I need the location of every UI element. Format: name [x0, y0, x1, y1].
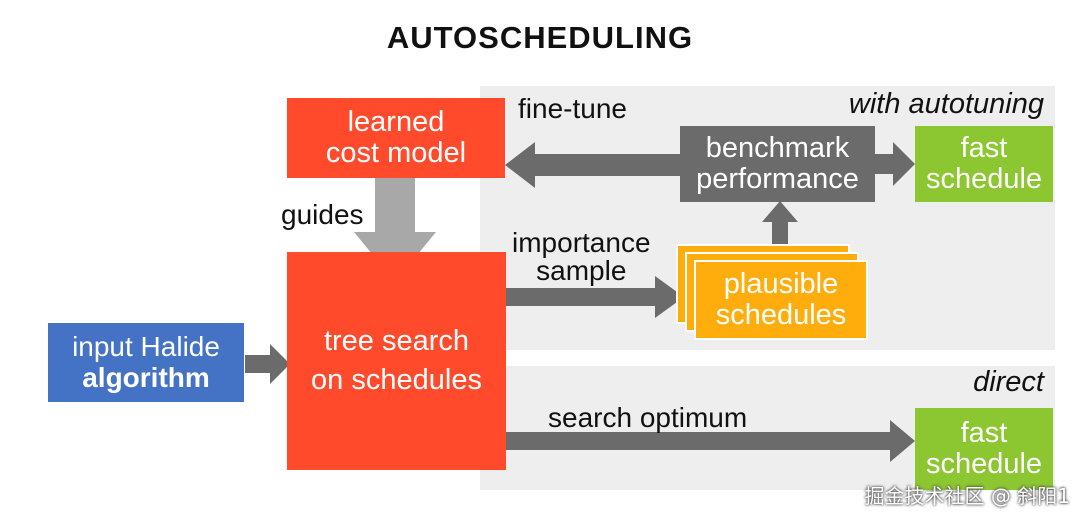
- fine-tune-label: fine-tune: [518, 93, 627, 124]
- benchmark-to-fast-arrow: [875, 142, 915, 186]
- autotuning-label: with autotuning: [848, 88, 1044, 120]
- plausible-to-benchmark-arrow: [762, 201, 798, 244]
- importance-sample-arrow: [506, 276, 684, 318]
- cost-model-line1: learned: [347, 105, 445, 138]
- search-optimum-arrow: [506, 420, 915, 462]
- importance-line2: sample: [536, 255, 627, 286]
- benchmark-line2: performance: [696, 163, 859, 195]
- fast-bottom-line1: fast: [960, 416, 1008, 449]
- diagram-title: AUTOSCHEDULING: [386, 20, 694, 55]
- search-optimum-label: search optimum: [548, 402, 748, 433]
- tree-search-line1: tree search: [323, 324, 470, 357]
- cost-model-line2: cost model: [325, 137, 467, 169]
- input-arrow: [245, 344, 290, 384]
- importance-label: importance sample: [512, 229, 651, 285]
- input-line1: input Halide: [72, 331, 220, 363]
- fast-top-line2: schedule: [925, 163, 1043, 195]
- tree-search-line2: on schedules: [311, 364, 482, 396]
- input-line2: algorithm: [82, 361, 210, 393]
- tree-search-box: tree search on schedules: [287, 252, 506, 470]
- watermark: 掘金技术社区 @ 斜阳1: [864, 484, 1070, 508]
- guides-label: guides: [281, 199, 364, 230]
- plausible-line2: schedules: [715, 299, 847, 331]
- plausible-line1: plausible: [723, 267, 839, 300]
- benchmark-line1: benchmark: [705, 131, 850, 164]
- fast-top-line1: fast: [960, 131, 1008, 164]
- fine-tune-arrow: [505, 142, 680, 188]
- importance-line1: importance: [512, 227, 651, 258]
- direct-label: direct: [973, 366, 1044, 398]
- fast-bottom-line2: schedule: [925, 448, 1043, 480]
